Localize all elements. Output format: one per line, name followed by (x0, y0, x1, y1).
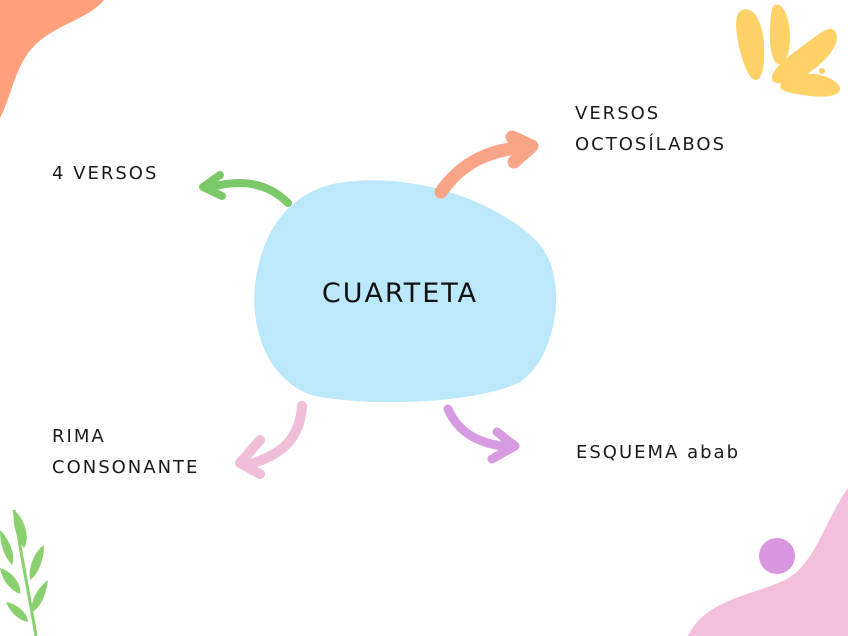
leaf-sprig-decoration (0, 510, 48, 636)
corner-dot-purple (759, 538, 795, 574)
branch-line: 4 VERSOS (52, 158, 158, 189)
arrow-to-rima-consonante (240, 406, 302, 474)
branch-line: OCTOSÍLABOS (575, 129, 726, 160)
branch-rima-consonante: RIMA CONSONANTE (52, 421, 199, 483)
arrow-to-octosilabos (441, 137, 532, 192)
center-title: CUARTETA (255, 278, 545, 309)
splash-decoration (736, 5, 840, 97)
branch-line: RIMA (52, 421, 199, 452)
branch-line: CONSONANTE (52, 452, 199, 483)
branch-line: ESQUEMA abab (576, 437, 740, 468)
arrow-to-4-versos (203, 175, 288, 203)
branch-line: VERSOS (575, 98, 726, 129)
branch-esquema-abab: ESQUEMA abab (576, 437, 740, 468)
arrow-to-esquema (448, 409, 515, 459)
branch-versos-octosilabos: VERSOS OCTOSÍLABOS (575, 98, 726, 160)
corner-blob-orange (0, 0, 104, 118)
branch-4-versos: 4 VERSOS (52, 158, 158, 189)
